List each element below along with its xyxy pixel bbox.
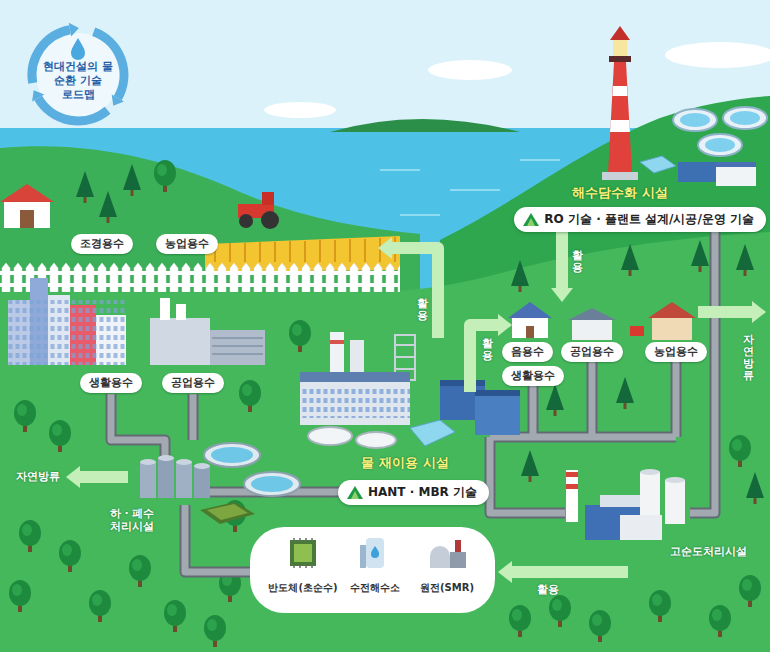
flow-label-vertical: 활용 (417, 298, 428, 322)
node-label: HANT · MBR 기술 (368, 485, 477, 499)
node-label: 공업용수 (570, 345, 614, 358)
application-label: 반도체(초순수) (268, 581, 337, 594)
facility-label: 해수담수화 시설 (572, 185, 668, 201)
lighthouse (602, 26, 638, 180)
high-purity-plant (566, 469, 685, 540)
flow-label-vertical: 활용 (572, 250, 583, 274)
node-label: 조경용수 (80, 237, 124, 250)
facility-label: 물 재이용 시설 (361, 455, 448, 471)
node-label: 생활용수 (511, 369, 555, 382)
tech-triangle-icon (523, 213, 539, 226)
desalination-plant (640, 107, 767, 186)
flow-label-vertical: 자연방류 (743, 334, 754, 382)
pipes (111, 232, 715, 572)
application-panel-illustration (250, 527, 495, 613)
flow-label: 활용 (537, 583, 559, 596)
treatment-plant (140, 443, 300, 524)
flow-label-vertical: 활용 (482, 338, 493, 362)
flow-label: 하 · 폐수 처리시설 (103, 507, 161, 533)
usage-pill: 조경용수 (71, 234, 133, 254)
node-label: 공업용수 (171, 376, 215, 389)
usage-pill: 공업용수 (561, 342, 623, 362)
hills (0, 96, 770, 652)
farm (0, 184, 400, 292)
usage-pill: 농업용수 (156, 234, 218, 254)
node-label: 생활용수 (89, 376, 133, 389)
usage-pill: 생활용수 (502, 366, 564, 386)
node-label: 음용수 (511, 345, 544, 358)
water-reuse-facility (300, 332, 520, 448)
usage-buildings (508, 302, 696, 340)
usage-pill: 공업용수 (162, 373, 224, 393)
flow-label: 자연방류 (16, 470, 60, 483)
application-panel: 반도체(초순수) 수전해수소 원전(SMR) (250, 527, 495, 613)
trees (9, 160, 764, 647)
node-label: 농업용수 (165, 237, 209, 250)
title-text: 현대건설의 물 순환 기술 로드맵 (42, 60, 114, 102)
technology-badge: RO 기술 · 플랜트 설계/시공/운영 기술 (514, 207, 766, 232)
node-label: 농업용수 (654, 345, 698, 358)
usage-pill: 생활용수 (80, 373, 142, 393)
technology-badge: HANT · MBR 기술 (338, 480, 489, 505)
node-label: RO 기술 · 플랜트 설계/시공/운영 기술 (544, 212, 754, 226)
city (8, 278, 265, 365)
usage-pill: 음용수 (502, 342, 553, 362)
flow-arrows (80, 232, 752, 572)
tech-triangle-icon (347, 486, 363, 499)
flow-label: 고순도처리시설 (670, 545, 747, 558)
application-label: 원전(SMR) (420, 581, 474, 594)
usage-pill: 농업용수 (645, 342, 707, 362)
cycle-logo (32, 23, 124, 121)
application-label: 수전해수소 (350, 581, 400, 594)
